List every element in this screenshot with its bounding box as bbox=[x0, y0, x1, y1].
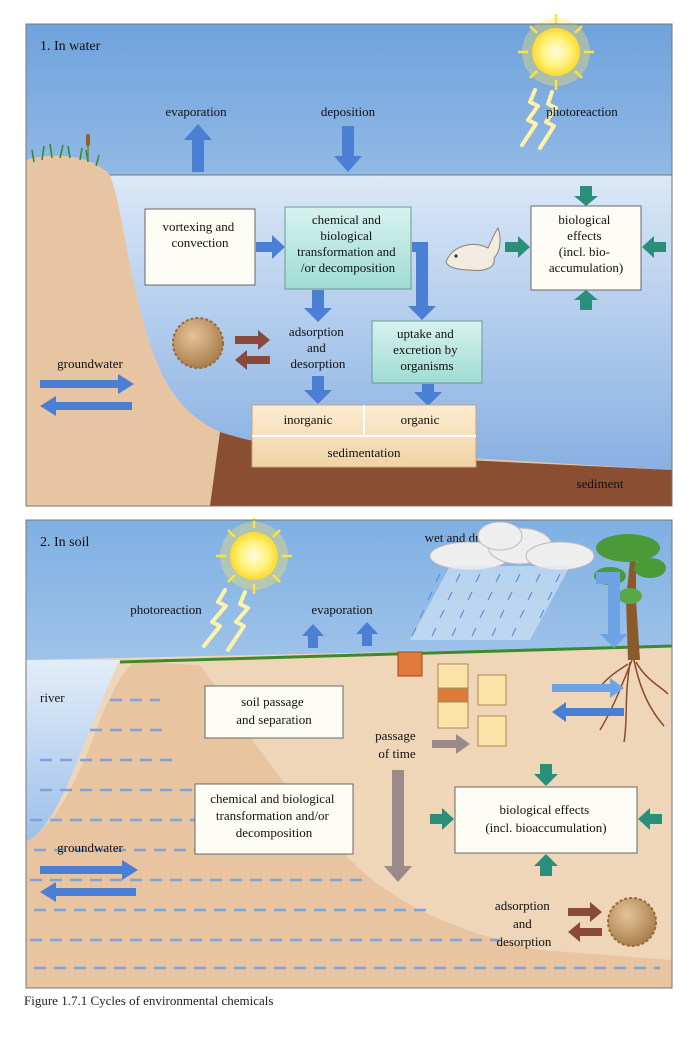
box-soil-passage bbox=[204, 685, 344, 739]
label-photoreaction: photoreaction bbox=[546, 104, 618, 119]
panel2-title: 2. In soil bbox=[40, 535, 90, 550]
layer-bottom bbox=[437, 701, 469, 729]
pebble-icon bbox=[172, 317, 224, 369]
teal-arrow-top-2 bbox=[534, 764, 558, 786]
cloud-icon bbox=[429, 521, 595, 571]
groundwater-arrow-right-2 bbox=[40, 860, 138, 880]
label-passage-of-time: passage of time bbox=[375, 728, 419, 761]
groundwater-zone bbox=[26, 662, 672, 988]
teal-arrow-bottom-1 bbox=[574, 290, 598, 310]
fish-icon bbox=[445, 226, 501, 271]
layer-mid bbox=[437, 688, 469, 702]
bank-soil bbox=[26, 155, 672, 506]
teal-arrow-left-2 bbox=[430, 808, 454, 830]
arrow-transform-to-adsorption bbox=[304, 290, 332, 322]
pebble-icon-2 bbox=[607, 897, 657, 947]
label-river: river bbox=[40, 690, 65, 705]
teal-arrow-bottom-2 bbox=[534, 854, 558, 876]
arrow-fish-to-bio bbox=[505, 236, 530, 258]
box-transformation-text: chemical and biological transformation a… bbox=[297, 212, 399, 275]
box-biological-effects-water-text: biological effects (incl. bio- accumulat… bbox=[549, 212, 623, 275]
box-biological-effects-water bbox=[530, 205, 642, 291]
box-biological-effects-soil bbox=[454, 786, 638, 854]
box-uptake-text: uptake and excretion by organisms bbox=[393, 326, 461, 373]
panel-in-water: 1. In water evaporation deposition photo… bbox=[25, 14, 673, 507]
sediment-layer bbox=[210, 432, 672, 506]
tree-icon bbox=[594, 534, 669, 743]
soil-surface bbox=[119, 644, 673, 664]
cattail-icon bbox=[86, 134, 90, 162]
label-inorganic: inorganic bbox=[284, 412, 333, 427]
groundwater-arrow-left-2 bbox=[40, 882, 136, 902]
box-transformation bbox=[284, 206, 412, 290]
label-evaporation-soil: evaporation bbox=[311, 602, 373, 617]
label-organic: organic bbox=[401, 412, 440, 427]
teal-arrow-top-1 bbox=[574, 186, 598, 206]
box-biological-effects-soil-text: biological effects (incl. bioaccumulatio… bbox=[485, 802, 606, 835]
evaporation-arrow bbox=[184, 124, 212, 172]
brown-arrow-right-1 bbox=[235, 330, 270, 350]
figure-caption: Figure 1.7.1 Cycles of environmental che… bbox=[24, 993, 274, 1008]
brown-arrow-left-1 bbox=[235, 350, 270, 370]
root-arrow-right bbox=[552, 678, 624, 698]
label-sedimentation: sedimentation bbox=[328, 445, 401, 460]
brown-arrow-left-2 bbox=[568, 922, 602, 942]
sun-icon-2 bbox=[216, 518, 292, 594]
box-transformation-soil bbox=[194, 783, 354, 855]
box-soil-passage-text: soil passage and separation bbox=[236, 694, 312, 727]
arrow-adsorption-to-sed bbox=[304, 376, 332, 404]
deposition-arrow bbox=[334, 126, 362, 172]
label-sediment: sediment bbox=[577, 476, 624, 491]
box-vortexing-text: vortexing and convection bbox=[162, 219, 237, 250]
arrow-vortex-to-transform bbox=[256, 235, 285, 259]
brown-arrow-right-2 bbox=[568, 902, 602, 922]
tree-water-arrow bbox=[596, 572, 628, 648]
arrow-transform-to-uptake bbox=[408, 242, 436, 320]
layer-top bbox=[437, 663, 469, 689]
teal-arrow-right-2 bbox=[638, 808, 662, 830]
teal-arrow-right-1 bbox=[642, 236, 666, 258]
label-photoreaction-soil: photoreaction bbox=[130, 602, 202, 617]
block-right-top bbox=[477, 674, 507, 706]
label-groundwater-water: groundwater bbox=[57, 356, 123, 371]
contaminant-square bbox=[397, 651, 423, 677]
rain bbox=[411, 573, 561, 637]
label-adsorption-soil: adsorption and desorption bbox=[495, 898, 553, 949]
box-uptake bbox=[371, 320, 483, 384]
label-groundwater-soil: groundwater bbox=[57, 840, 123, 855]
groundwater-arrow-left-1 bbox=[40, 396, 132, 416]
gray-arrow-down bbox=[384, 770, 412, 882]
label-adsorption-water: adsorption and desorption bbox=[289, 324, 347, 371]
panel-in-soil: 2. In soil wet and dry deposition photor… bbox=[25, 518, 673, 989]
panel1-title: 1. In water bbox=[40, 39, 101, 54]
block-right-bottom bbox=[477, 715, 507, 747]
evaporation-arrow-soil-2 bbox=[356, 622, 378, 646]
arrow-uptake-to-sed bbox=[414, 384, 442, 406]
sun-icon bbox=[518, 14, 594, 90]
evaporation-arrow-soil-1 bbox=[302, 624, 324, 648]
photoreaction-rays bbox=[520, 88, 558, 150]
groundwater-arrow-right-1 bbox=[40, 374, 134, 394]
photoreaction-rays-2 bbox=[202, 588, 250, 652]
gray-arrow-right bbox=[432, 734, 470, 754]
root-arrow-left bbox=[552, 702, 624, 722]
grass-icon bbox=[31, 143, 100, 167]
label-deposition: deposition bbox=[321, 104, 376, 119]
river bbox=[26, 660, 120, 842]
box-vortexing bbox=[144, 208, 256, 286]
box-transformation-soil-text: chemical and biological transformation a… bbox=[210, 791, 337, 840]
label-evaporation: evaporation bbox=[165, 104, 227, 119]
